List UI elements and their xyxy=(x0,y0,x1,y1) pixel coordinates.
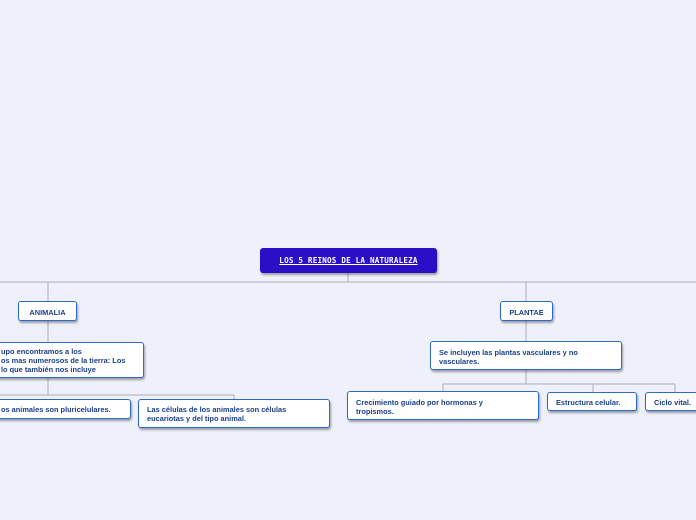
animalia-pluricelulares-label: os animales son pluricelulares. xyxy=(1,405,111,414)
plantae-crecimiento-line-2: tropismos. xyxy=(356,407,394,416)
topic-animalia-celulas[interactable]: Las células de los animales son células … xyxy=(138,399,330,428)
plantae-description-line-1: Se incluyen las plantas vasculares y no xyxy=(439,348,578,357)
topic-animalia-pluricelulares[interactable]: os animales son pluricelulares. xyxy=(0,399,131,419)
topic-plantae-ciclo[interactable]: Ciclo vital. xyxy=(645,392,696,411)
root-topic[interactable]: LOS 5 REINOS DE LA NATURALEZA xyxy=(260,248,437,273)
animalia-description-line-1: upo encontramos a los xyxy=(1,347,82,356)
connector-plantae xyxy=(442,282,676,392)
root-topic-label: LOS 5 REINOS DE LA NATURALEZA xyxy=(279,256,418,265)
topic-plantae[interactable]: PLANTAE xyxy=(500,301,553,321)
plantae-description-line-2: vasculares. xyxy=(439,357,480,366)
animalia-description-line-3: lo que también nos incluye xyxy=(1,365,96,374)
topic-plantae-description[interactable]: Se incluyen las plantas vasculares y no … xyxy=(430,341,622,370)
animalia-celulas-line-1: Las células de los animales son células xyxy=(147,405,287,414)
topic-animalia-label: ANIMALIA xyxy=(29,308,66,317)
connector-animalia xyxy=(0,282,235,399)
topic-plantae-crecimiento[interactable]: Crecimiento guiado por hormonas y tropis… xyxy=(347,391,539,420)
topic-plantae-label: PLANTAE xyxy=(509,308,544,317)
topic-animalia-description[interactable]: upo encontramos a los os mas numerosos d… xyxy=(0,342,144,378)
plantae-crecimiento-line-1: Crecimiento guiado por hormonas y xyxy=(356,398,483,407)
animalia-celulas-line-2: eucariotas y del tipo animal. xyxy=(147,414,246,423)
animalia-description-line-2: os mas numerosos de la tierra: Los xyxy=(1,356,126,365)
topic-plantae-estructura[interactable]: Estructura celular. xyxy=(547,392,637,411)
connector-root xyxy=(0,273,696,283)
plantae-ciclo-label: Ciclo vital. xyxy=(654,398,691,407)
topic-animalia[interactable]: ANIMALIA xyxy=(18,301,77,321)
plantae-estructura-label: Estructura celular. xyxy=(556,398,621,407)
